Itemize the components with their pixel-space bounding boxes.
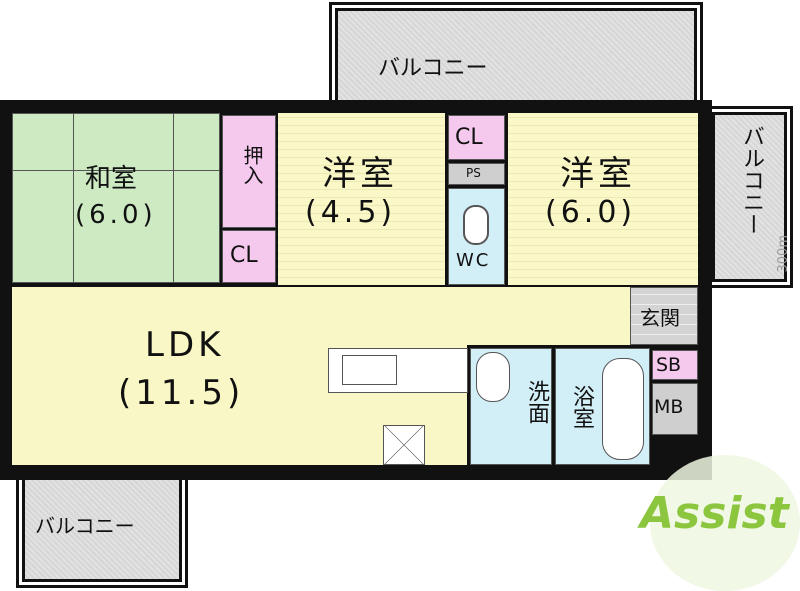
ldk-name: LDK [145,325,225,365]
room-yoshitsu-6-0 [508,113,698,285]
yoshitsu1-name: 洋室 [322,154,398,194]
fridge-space [383,425,425,465]
ps [448,163,505,185]
balcony-right-label: バルコニー [739,125,764,235]
closet-left-label: CL [230,243,258,268]
mb [652,383,698,435]
sink-icon [342,355,397,385]
balcony-bottom [19,469,185,585]
balcony-right [709,109,790,285]
bathtub-icon [602,358,644,460]
balcony-bottom-label: バルコニー [35,514,135,538]
ldk-size: (11.5) [118,373,245,413]
sb [652,350,698,380]
oshiire [222,115,276,228]
room-washitsu [12,113,220,283]
yoshitsu2-name: 洋室 [560,154,636,194]
senmen-label: 洗面 [524,380,549,424]
scale-note: 300m [776,235,791,273]
yokushitsu-label: 浴室 [569,385,594,429]
assist-logo [650,455,800,591]
room-yoshitsu-4-5 [278,113,445,285]
closet-top [448,115,505,160]
toilet-icon [463,205,489,245]
wc-label: WC [456,250,491,271]
oshiire-label: 押入 [240,145,264,185]
washbasin-icon [476,352,510,402]
washitsu-name: 和室 [85,164,138,194]
mb-label: MB [654,396,684,418]
washitsu-size: (6.0) [75,200,157,230]
balcony-top-label: バルコニー [378,56,488,81]
genkan [630,287,698,345]
genkan-label: 玄関 [640,306,680,330]
closet-top-label: CL [455,125,483,150]
closet-left [222,230,276,283]
sb-label: SB [656,354,682,376]
assist-logo-text: Assist [640,488,789,539]
hallway [300,287,630,345]
ps-label: PS [466,166,481,180]
balcony-top [332,5,700,111]
yoshitsu2-size: (6.0) [545,195,637,230]
yoshitsu1-size: (4.5) [305,195,397,230]
